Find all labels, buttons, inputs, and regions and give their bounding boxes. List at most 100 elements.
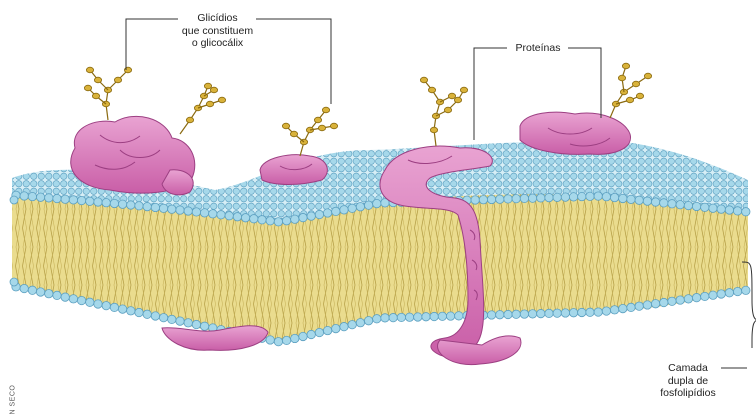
- protein-large-left: [71, 116, 195, 194]
- phospholipid-head: [364, 201, 372, 209]
- phospholipid-head: [36, 288, 44, 296]
- phospholipid-head: [660, 199, 668, 207]
- glycan-unit: [282, 123, 289, 129]
- glycan-unit: [644, 73, 651, 79]
- proteins-label-text: Proteínas: [516, 42, 561, 54]
- phospholipid-head: [159, 313, 167, 321]
- phospholipid-head: [233, 213, 241, 221]
- phospholipid-head: [553, 309, 561, 317]
- glycocalyx-label-line2: que constituem: [160, 25, 275, 38]
- phospholipid-head: [176, 206, 184, 214]
- phospholipid-head: [86, 298, 94, 306]
- phospholipid-head: [742, 208, 750, 216]
- phospholipid-head: [627, 195, 635, 203]
- glycan-unit: [444, 107, 451, 113]
- phospholipid-head: [36, 193, 44, 201]
- phospholipid-head: [274, 218, 282, 226]
- glycan-unit: [626, 97, 633, 103]
- phospholipid-head: [553, 193, 561, 201]
- proteins-label: Proteínas: [509, 42, 567, 55]
- phospholipid-head: [668, 297, 676, 305]
- protein-right: [520, 112, 631, 154]
- glycan-unit: [636, 93, 643, 99]
- phospholipid-head: [643, 301, 651, 309]
- phospholipid-head: [430, 312, 438, 320]
- phospholipid-head: [168, 315, 176, 323]
- phospholipid-head: [520, 194, 528, 202]
- glycan-unit: [186, 117, 193, 123]
- phospholipid-head: [504, 310, 512, 318]
- glycan-unit: [218, 97, 225, 103]
- phospholipid-head: [684, 295, 692, 303]
- phospholipid-head: [299, 332, 307, 340]
- phospholipid-head: [159, 204, 167, 212]
- glycan-unit: [330, 123, 337, 129]
- phospholipid-head: [151, 312, 159, 320]
- phospholipid-head: [10, 278, 18, 286]
- phospholipid-head: [356, 203, 364, 211]
- phospholipid-head: [487, 195, 495, 203]
- phospholipid-head: [668, 200, 676, 208]
- phospholipid-head: [569, 309, 577, 317]
- phospholipid-head: [701, 203, 709, 211]
- phospholipid-head: [692, 202, 700, 210]
- phospholipid-head: [282, 336, 290, 344]
- phospholipid-head: [364, 317, 372, 325]
- phospholipid-head: [69, 196, 77, 204]
- phospholipid-head: [725, 289, 733, 297]
- phospholipid-head: [20, 192, 28, 200]
- phospholipid-head: [496, 311, 504, 319]
- glycan-unit: [92, 93, 99, 99]
- protein-small-mid: [260, 155, 327, 185]
- phospholipid-head: [135, 202, 143, 210]
- phospholipid-head: [102, 199, 110, 207]
- glycocalyx-label-line3: o glicocálix: [160, 37, 275, 50]
- phospholipid-head: [77, 296, 85, 304]
- phospholipid-head: [537, 309, 545, 317]
- phospholipid-head: [381, 314, 389, 322]
- phospholipid-head: [643, 197, 651, 205]
- glycan-unit: [428, 87, 435, 93]
- phospholipid-head: [479, 196, 487, 204]
- phospholipid-head: [266, 336, 274, 344]
- phospholipid-head: [10, 196, 18, 204]
- phospholipid-head: [733, 287, 741, 295]
- phospholipid-head: [184, 319, 192, 327]
- phospholipid-head: [340, 322, 348, 330]
- phospholipid-head: [86, 197, 94, 205]
- glycan-unit: [454, 97, 461, 103]
- phospholipid-head: [725, 206, 733, 214]
- glycan-unit: [632, 81, 639, 87]
- phospholipid-head: [594, 192, 602, 200]
- phospholipid-head: [28, 192, 36, 200]
- proteins-leader-left: [474, 48, 507, 140]
- bilayer-label-line2: dupla de: [655, 375, 721, 388]
- glycocalyx-label-line1: Glicídios: [160, 12, 275, 25]
- phospholipid-head: [496, 195, 504, 203]
- phospholipid-head: [315, 210, 323, 218]
- phospholipid-head: [102, 301, 110, 309]
- phospholipid-head: [200, 209, 208, 217]
- phospholipid-head: [53, 291, 61, 299]
- phospholipid-head: [127, 201, 135, 209]
- glycocalyx-label: Glicídios que constituem o glicocálix: [160, 12, 275, 50]
- phospholipid-head: [348, 320, 356, 328]
- image-credit: N SECO: [10, 369, 17, 415]
- phospholipid-head: [676, 200, 684, 208]
- glycan-unit: [318, 125, 325, 131]
- phospholipid-head: [323, 326, 331, 334]
- glycan-unit: [314, 117, 321, 123]
- phospholipid-head: [504, 195, 512, 203]
- phospholipid-head: [373, 199, 381, 207]
- phospholipid-head: [414, 313, 422, 321]
- phospholipid-head: [241, 214, 249, 222]
- glycan-unit: [322, 107, 329, 113]
- phospholipid-head: [635, 196, 643, 204]
- phospholipid-head: [282, 217, 290, 225]
- phospholipid-head: [397, 313, 405, 321]
- phospholipid-head: [176, 317, 184, 325]
- phospholipid-head: [20, 284, 28, 292]
- phospholipid-head: [537, 194, 545, 202]
- glycan-unit: [114, 77, 121, 83]
- phospholipid-head: [610, 306, 618, 314]
